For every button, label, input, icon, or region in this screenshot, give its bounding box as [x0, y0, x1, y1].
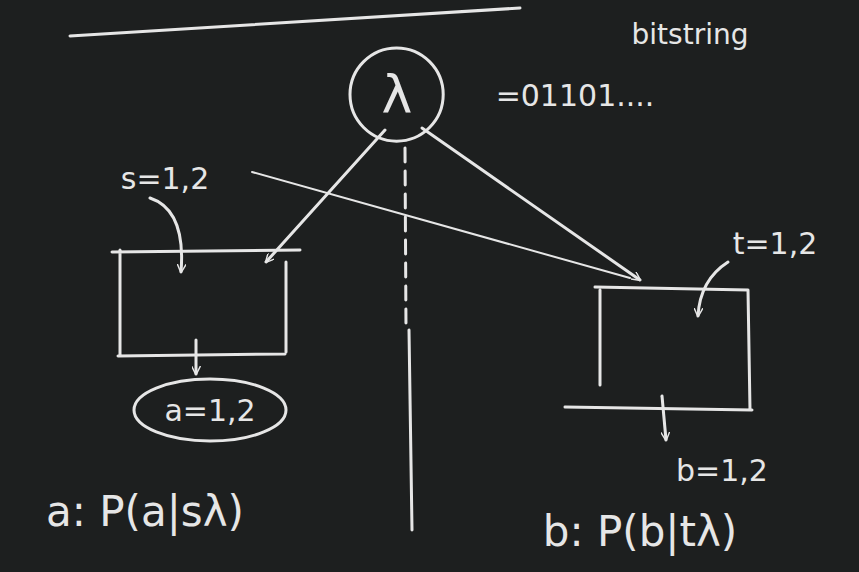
input-setting: s=1,2: [121, 162, 209, 195]
heading-underline: [70, 8, 520, 36]
output-arrow: [195, 340, 198, 374]
probability-formula: b: P(b|tλ): [543, 509, 737, 555]
left-box: [112, 250, 300, 356]
probability-formula: a: P(a|sλ): [46, 489, 244, 535]
input-arrow: [150, 198, 182, 272]
right-box: [565, 287, 752, 410]
output-value: b=1,2: [676, 454, 768, 487]
output-arrow: [662, 396, 666, 440]
node-text: a=1,2: [164, 394, 255, 427]
bitstring-value: =01101....: [496, 79, 655, 112]
outline-shape: [134, 379, 286, 441]
outline-shape: [350, 48, 443, 141]
source-arrow: [422, 128, 640, 280]
input-arrow: [698, 262, 728, 316]
separation-line: [409, 330, 412, 530]
separation-line: [405, 148, 406, 330]
output-ellipse: a=1,2: [132, 377, 288, 443]
input-setting: t=1,2: [733, 227, 818, 260]
signal-line: [252, 172, 630, 278]
node-text: λ: [382, 66, 413, 123]
annotation: bitstring: [632, 20, 749, 51]
source-arrow: [266, 130, 385, 262]
hidden-variable-circle: λ: [348, 46, 445, 143]
